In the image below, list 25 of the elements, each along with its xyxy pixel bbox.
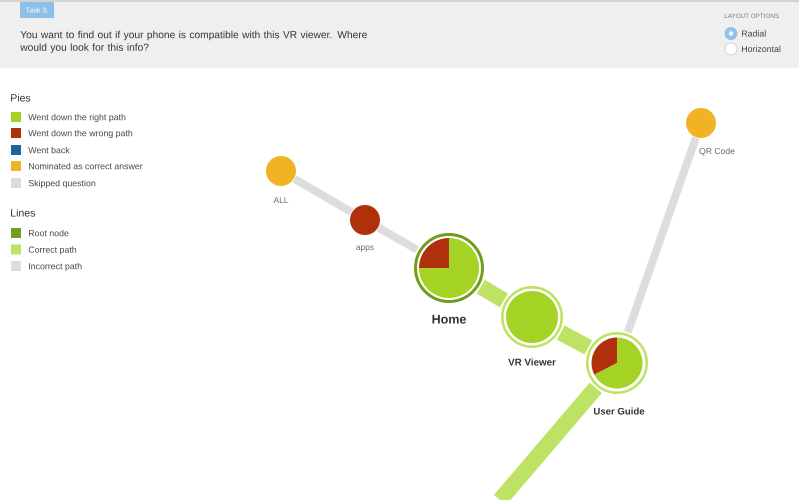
option-label: Radial bbox=[742, 30, 766, 37]
legend-heading: Pies bbox=[11, 94, 30, 102]
legend-heading: Lines bbox=[11, 208, 35, 217]
connector-line bbox=[476, 280, 508, 308]
node-label: VR Viewer bbox=[508, 358, 556, 366]
legend-text: Incorrect path bbox=[29, 262, 82, 272]
node-label: apps bbox=[356, 245, 374, 252]
node-label: Home bbox=[432, 314, 466, 324]
connector-line bbox=[556, 326, 592, 354]
legend-text: Skipped question bbox=[28, 180, 96, 188]
connector-line bbox=[292, 175, 354, 216]
legend-text: Went back bbox=[28, 146, 70, 154]
legend-text: Went down the right path bbox=[28, 114, 126, 122]
connector-line bbox=[376, 224, 419, 254]
option-label: Horizontal bbox=[742, 46, 780, 52]
legend-text: Nominated as correct answer bbox=[29, 162, 143, 170]
connector-line bbox=[494, 382, 602, 500]
node-label: ALL bbox=[274, 197, 288, 203]
legend-text: Correct path bbox=[28, 246, 76, 255]
node-label: QR Code bbox=[699, 148, 735, 156]
legend-text: Root node bbox=[29, 230, 68, 236]
connector-line bbox=[624, 136, 700, 334]
question-text: You want to find out if your phone is compatible with this VR viewer. Where would you look for this info? bbox=[20, 30, 367, 53]
legend-text: Went down the wrong path bbox=[28, 130, 132, 138]
node-label: User Guide bbox=[594, 408, 644, 415]
